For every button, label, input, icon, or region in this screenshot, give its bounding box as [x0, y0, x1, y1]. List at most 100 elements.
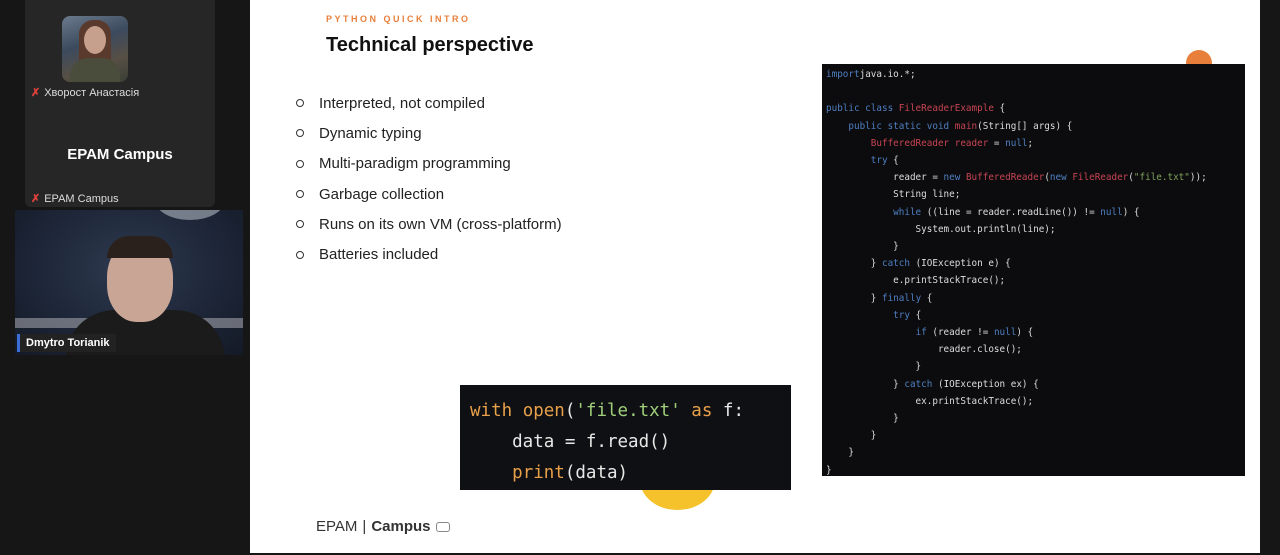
- code-line: e.printStackTrace();: [826, 272, 1241, 289]
- code-line: }: [826, 410, 1241, 427]
- code-line: ex.printStackTrace();: [826, 393, 1241, 410]
- code-token: }: [826, 258, 882, 270]
- code-token: (: [564, 401, 576, 421]
- code-line: }: [826, 358, 1241, 375]
- slide-footer-logo: EPAM|Campus: [316, 518, 450, 535]
- code-token: (String[] args) {: [977, 120, 1073, 132]
- code-token: catch: [904, 378, 933, 390]
- python-code-block: with open('file.txt' as f: data = f.read…: [460, 385, 791, 490]
- bullet-item: Batteries included: [296, 239, 562, 269]
- code-token: }: [826, 241, 899, 253]
- code-token: reader.close();: [826, 344, 1022, 356]
- code-token: java.io.*;: [859, 69, 916, 80]
- mic-muted-icon: ✗: [31, 87, 41, 99]
- code-token: [826, 310, 893, 321]
- code-line: }: [826, 427, 1241, 444]
- code-line: }: [826, 462, 1241, 479]
- code-line: reader = new BufferedReader(new FileRead…: [826, 169, 1241, 186]
- bullet-text: Multi-paradigm programming: [319, 155, 511, 173]
- code-token: e.printStackTrace();: [826, 275, 1006, 287]
- code-token: ) {: [1122, 206, 1140, 218]
- footer-separator: |: [362, 518, 367, 535]
- code-token: (IOException e) {: [909, 258, 1011, 270]
- speaker-name-tag: Dmytro Torianik: [17, 334, 116, 352]
- java-code-block: importjava.io.*; public class FileReader…: [822, 64, 1245, 476]
- bullet-icon: [296, 129, 304, 138]
- code-token: (: [1128, 172, 1134, 184]
- code-token: [826, 155, 871, 166]
- bullet-icon: [296, 220, 304, 229]
- code-line: reader.close();: [826, 341, 1241, 358]
- code-line: } catch (IOException e) {: [826, 255, 1241, 272]
- code-token: with: [470, 401, 523, 421]
- code-token: try: [893, 309, 910, 321]
- code-token: String line;: [826, 189, 961, 201]
- code-token: ((line = reader.readLine()) !=: [921, 206, 1101, 218]
- code-token: ));: [1189, 172, 1207, 184]
- code-token: =: [988, 137, 1006, 149]
- code-line: }: [826, 238, 1241, 255]
- code-token: main: [954, 120, 978, 132]
- code-line: BufferedReader reader = null;: [826, 135, 1241, 152]
- code-token: {: [887, 155, 899, 167]
- code-token: null: [993, 327, 1017, 339]
- bullet-text: Runs on its own VM (cross-platform): [319, 215, 562, 233]
- bullet-icon: [296, 159, 304, 168]
- participant-name-tag: ✗EPAM Campus: [31, 192, 119, 206]
- bullet-item: Interpreted, not compiled: [296, 88, 562, 118]
- code-token: BufferedReader reader: [870, 137, 989, 149]
- code-line: String line;: [826, 186, 1241, 203]
- code-token: }: [826, 464, 832, 476]
- code-token: null: [1005, 137, 1028, 149]
- code-token: }: [826, 361, 922, 373]
- code-token: [681, 401, 692, 421]
- bullet-item: Runs on its own VM (cross-platform): [296, 209, 562, 239]
- code-token: [826, 207, 893, 218]
- code-token: import: [826, 69, 860, 80]
- code-token: [470, 463, 512, 483]
- code-token: data = f.read(): [470, 432, 671, 452]
- slide-kicker: PYTHON QUICK INTRO: [326, 14, 471, 24]
- code-token: reader =: [826, 172, 944, 184]
- code-line: System.out.println(line);: [826, 221, 1241, 238]
- participant-avatar[interactable]: [62, 16, 128, 82]
- bullet-icon: [296, 190, 304, 199]
- code-line: } finally {: [826, 290, 1241, 307]
- bullet-item: Dynamic typing: [296, 118, 562, 148]
- code-token: public static void: [848, 120, 955, 132]
- code-token: (reader !=: [926, 327, 994, 339]
- participant-name-tag: ✗Хворост Анастасія: [31, 86, 139, 100]
- bullet-item: Multi-paradigm programming: [296, 149, 562, 179]
- code-token: catch: [881, 258, 910, 270]
- bullet-icon: [296, 250, 304, 259]
- bullet-text: Garbage collection: [319, 185, 445, 203]
- code-line: with open('file.txt' as f:: [470, 396, 781, 427]
- footer-brand: EPAM: [316, 518, 358, 535]
- code-token: ) {: [1016, 327, 1034, 339]
- code-token: (IOException ex) {: [932, 378, 1039, 390]
- code-token: public class: [826, 103, 899, 115]
- code-token: if: [915, 327, 927, 339]
- code-token: (: [1044, 172, 1050, 184]
- code-line: importjava.io.*;: [826, 66, 1241, 83]
- code-token: [826, 121, 848, 132]
- code-token: try: [870, 155, 888, 167]
- code-line: print(data): [470, 458, 781, 489]
- code-token: (data): [564, 463, 629, 483]
- footer-product: Campus: [371, 518, 431, 535]
- code-token: open: [522, 401, 565, 421]
- code-line: data = f.read(): [470, 427, 781, 458]
- code-token: }: [826, 378, 905, 390]
- code-token: {: [921, 292, 933, 304]
- code-token: }: [826, 292, 882, 304]
- code-token: {: [909, 309, 922, 321]
- code-line: }: [826, 444, 1241, 461]
- code-token: [826, 327, 916, 338]
- code-token: [826, 138, 871, 149]
- code-token: {: [993, 103, 1006, 115]
- bullet-text: Batteries included: [319, 246, 439, 264]
- code-token: }: [826, 447, 854, 459]
- code-token: while: [893, 206, 922, 218]
- code-token: 'file.txt': [575, 401, 681, 421]
- speaker-video[interactable]: [15, 210, 243, 355]
